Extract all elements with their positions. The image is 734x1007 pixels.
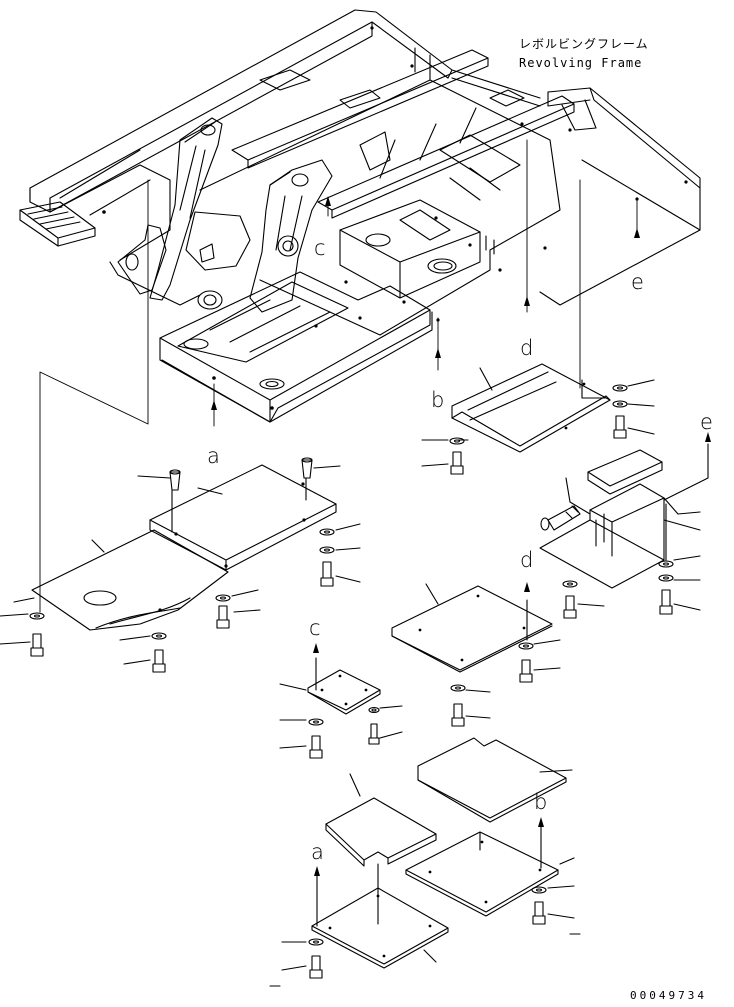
cover-plate-c bbox=[280, 658, 402, 758]
frame-title-english: Revolving Frame bbox=[519, 56, 643, 70]
cover-plate-d bbox=[392, 584, 560, 726]
ref-letter-a-bottom: a bbox=[311, 840, 324, 864]
cover-plate-b bbox=[422, 364, 654, 474]
leader-lines bbox=[40, 140, 637, 612]
ref-letter-b-bottom: b bbox=[534, 790, 548, 814]
ref-letter-d-plate: d bbox=[520, 548, 534, 572]
frame-title-japanese: レボルビングフレーム bbox=[519, 37, 649, 51]
drawing-number: 00049734 bbox=[630, 989, 707, 1002]
ref-letter-d-frame: d bbox=[520, 336, 534, 360]
ref-letter-b-frame: b bbox=[431, 388, 445, 412]
bottom-cover-group bbox=[270, 738, 580, 986]
arrow-marks bbox=[211, 196, 711, 876]
bracket-group-e bbox=[540, 444, 708, 618]
revolving-frame bbox=[20, 10, 700, 422]
ref-letter-c-frame: c bbox=[314, 236, 326, 260]
ref-letter-e-bracket: e bbox=[700, 410, 713, 434]
cover-group-a bbox=[0, 458, 360, 672]
ref-letter-a-frame: a bbox=[207, 444, 220, 468]
ref-letter-c-plate: c bbox=[309, 616, 321, 640]
ref-letter-e-frame: e bbox=[631, 270, 644, 294]
